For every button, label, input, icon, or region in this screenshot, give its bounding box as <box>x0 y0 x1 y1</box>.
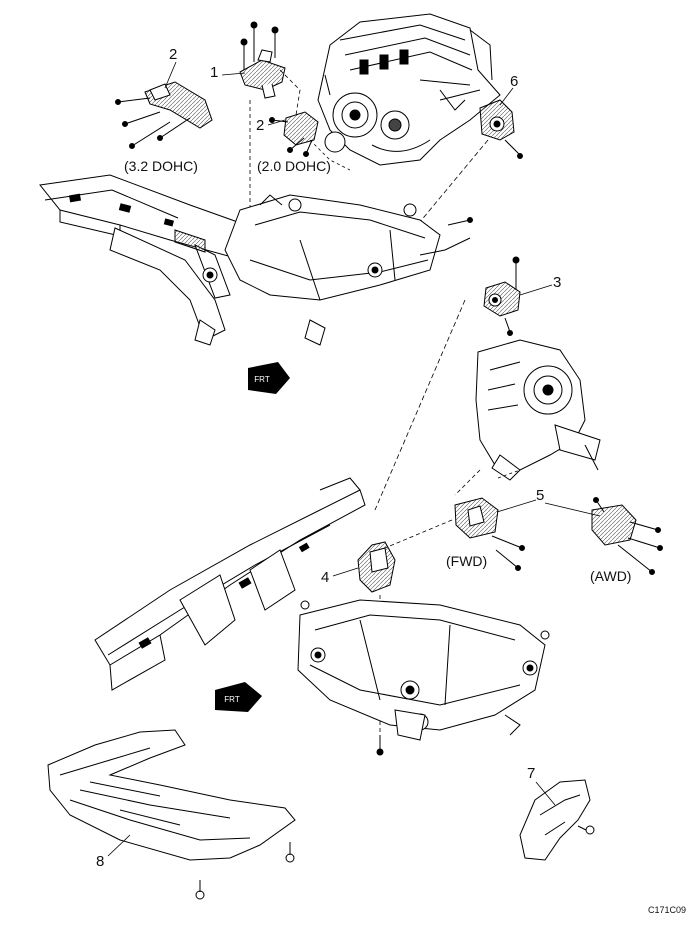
callout-6: 6 <box>510 73 519 90</box>
front-direction-arrow-upper: FRT <box>248 362 290 394</box>
lower-chassis-frame <box>94 477 366 691</box>
callout-3: 3 <box>553 274 562 291</box>
variant-label-awd: (AWD) <box>590 568 632 584</box>
lower-subframe <box>297 599 550 756</box>
upper-chassis-frame <box>39 174 473 346</box>
callout-2-20dohc: 2 <box>256 117 265 134</box>
transmission-assembly <box>475 339 601 481</box>
splash-shield-7 <box>519 779 595 861</box>
variant-label-20dohc: (2.0 DOHC) <box>257 158 331 174</box>
callout-4: 4 <box>321 569 330 586</box>
callout-8: 8 <box>96 853 105 870</box>
variant-label-32dohc: (3.2 DOHC) <box>124 158 198 174</box>
engine-mount-bracket-1 <box>239 21 286 99</box>
front-direction-arrow-lower: FRT <box>215 682 262 712</box>
callout-5: 5 <box>536 487 545 504</box>
transmission-mount-5-awd <box>591 497 663 575</box>
transmission-mount-3 <box>483 256 521 336</box>
callout-leader-lines <box>107 61 601 857</box>
transmission-mount-5-fwd <box>454 497 525 571</box>
engine-mount-bracket-2-20dohc <box>269 111 319 157</box>
callout-2-32dohc: 2 <box>169 46 178 63</box>
variant-label-fwd: (FWD) <box>446 553 488 569</box>
callout-7: 7 <box>527 765 536 782</box>
transmission-mount-4 <box>357 541 396 593</box>
front-marker-label-upper: FRT <box>254 375 270 384</box>
engine-mount-bracket-2-32dohc <box>115 81 213 149</box>
underbody-shield-8 <box>47 729 296 900</box>
front-marker-label-lower: FRT <box>224 695 240 704</box>
engine-mount-6 <box>479 99 523 159</box>
callout-1: 1 <box>210 64 219 81</box>
figure-code: C171C09 <box>648 905 687 915</box>
engine-assembly <box>317 13 501 166</box>
